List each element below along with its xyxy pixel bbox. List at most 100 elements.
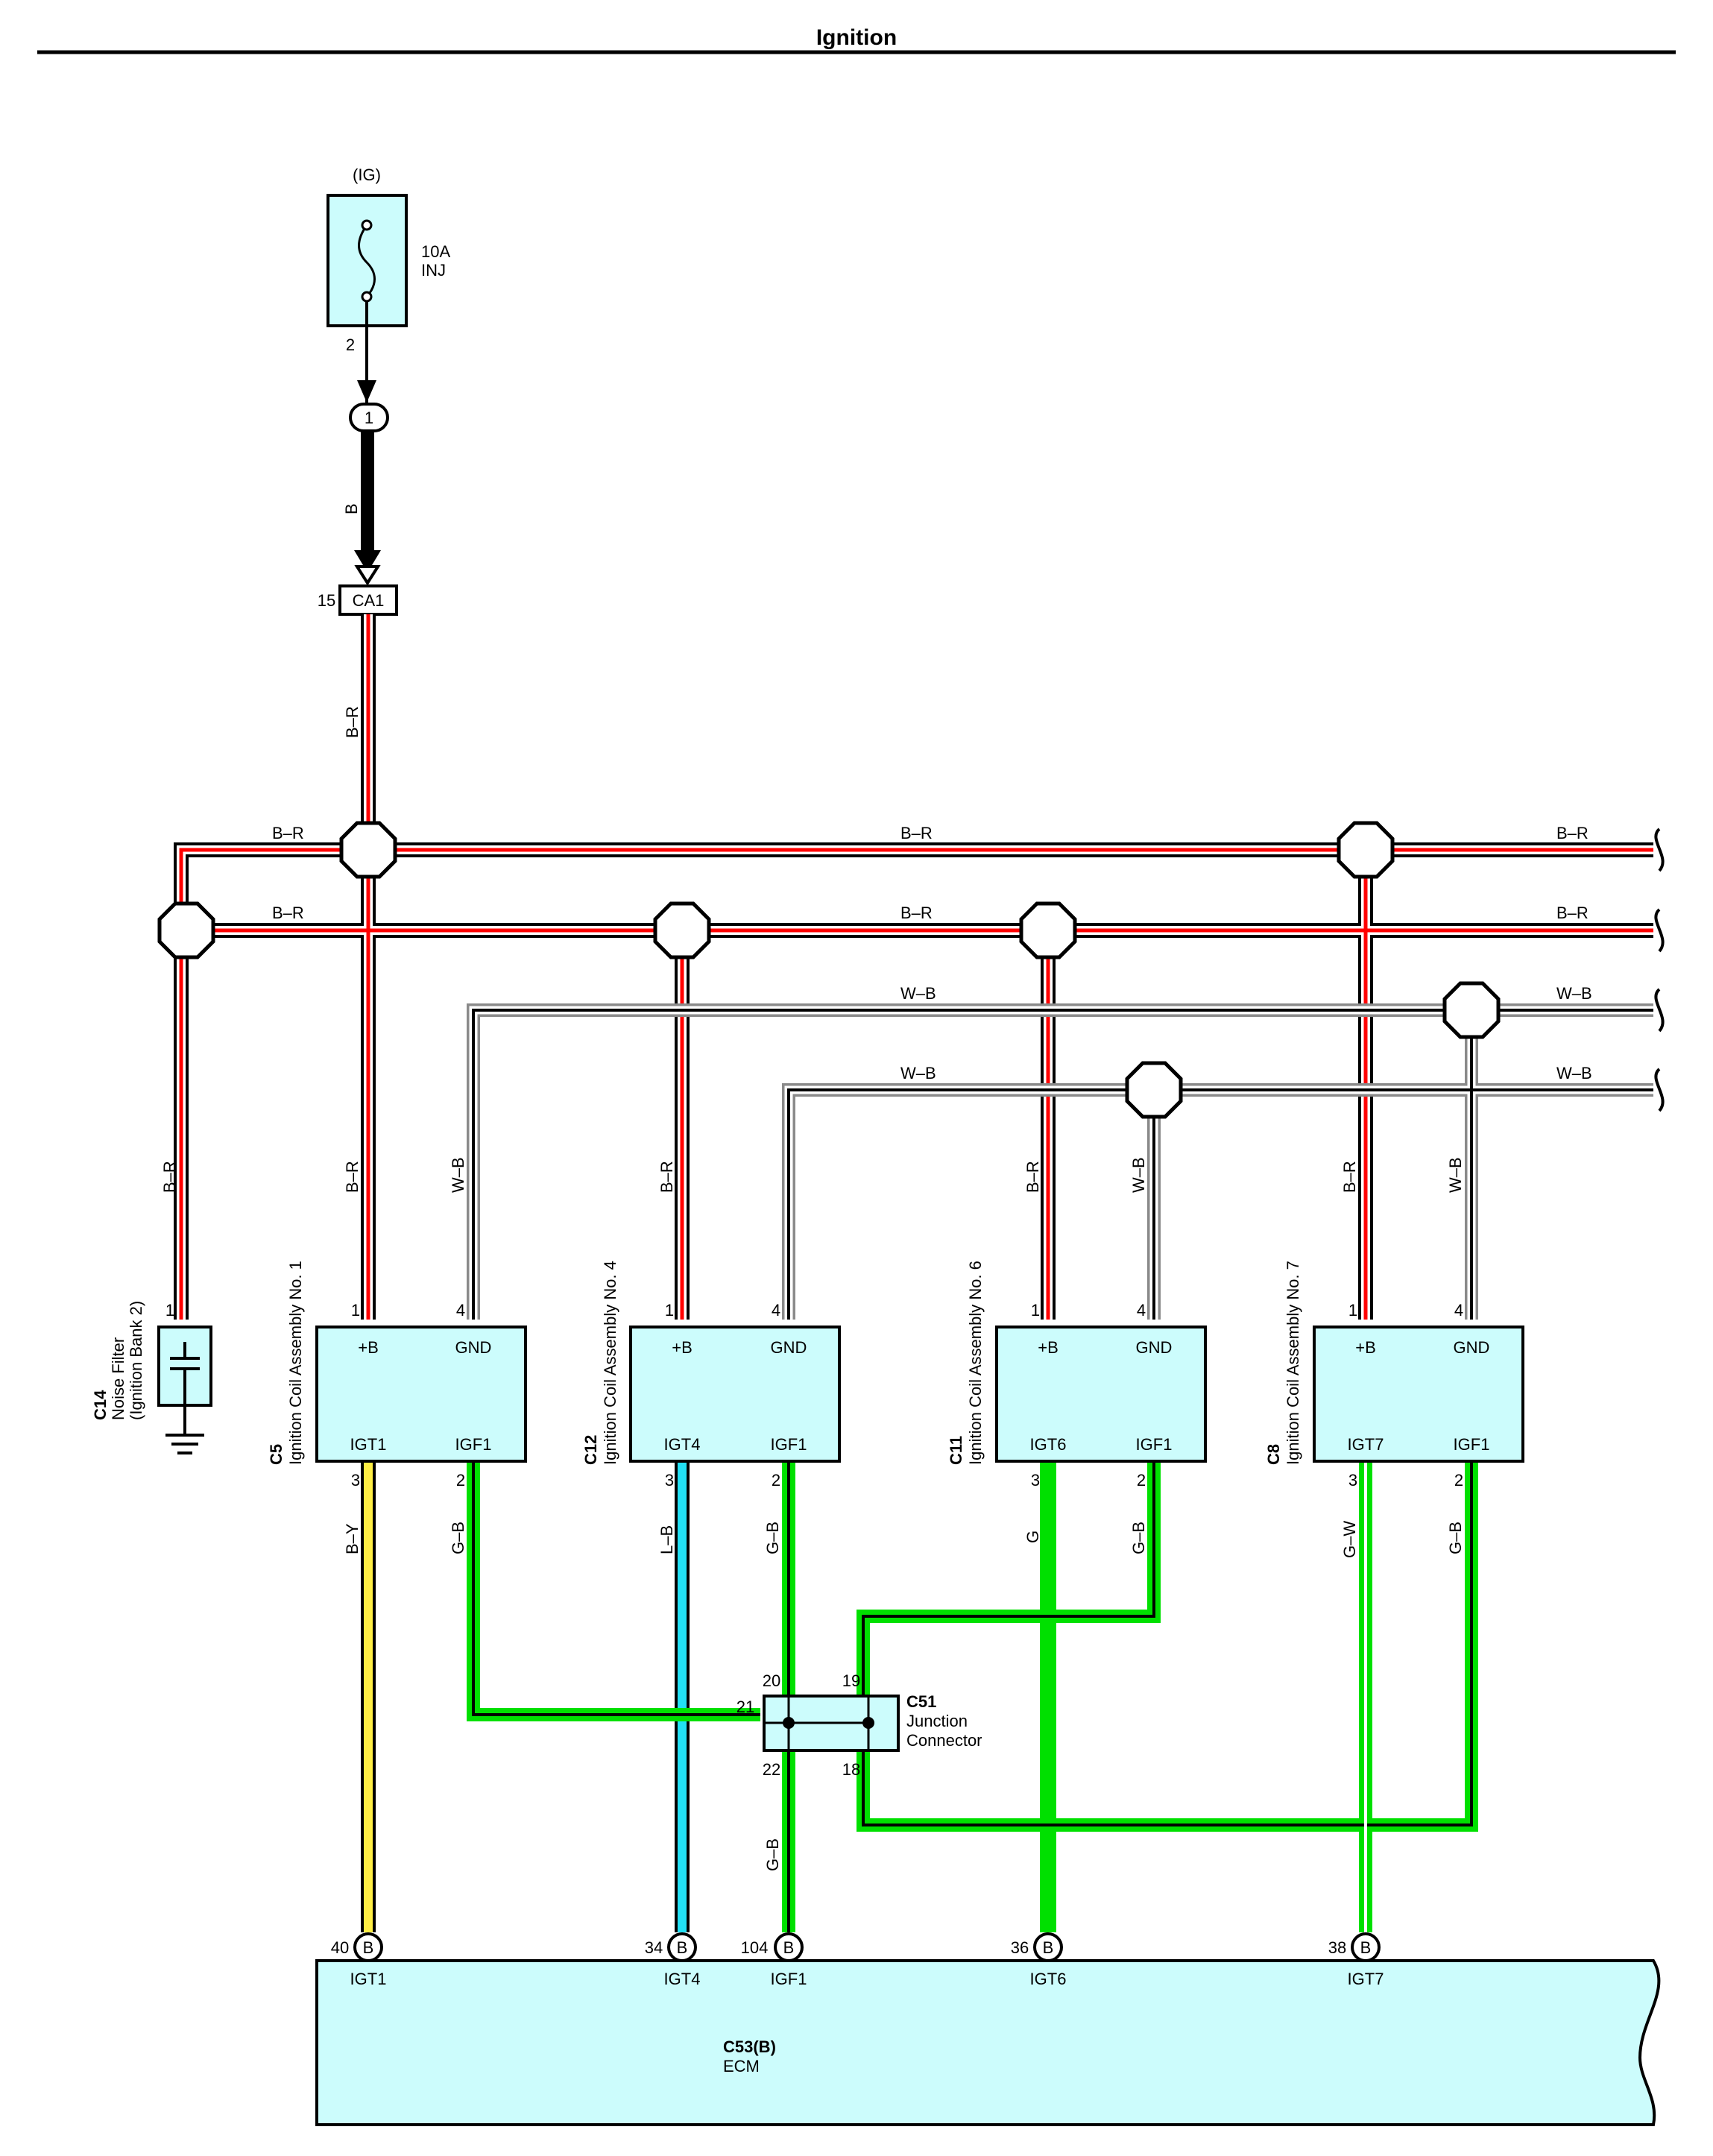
coil-c5: C5 Ignition Coil Assembly No. 1 1 4 +B G… [267, 1261, 527, 1490]
coil-name: Ignition Coil Assembly No. 6 [966, 1261, 985, 1465]
junction-id: C51 [906, 1692, 936, 1711]
junction-pin: 18 [842, 1760, 860, 1779]
coil-term: IGT7 [1348, 1435, 1384, 1454]
coil-pin: 3 [1031, 1471, 1040, 1490]
ecm-pin-number: 38 [1328, 1938, 1346, 1957]
coil-pin: 3 [351, 1471, 360, 1490]
coil-term: GND [1454, 1338, 1490, 1357]
coil-pin: 4 [456, 1301, 465, 1320]
coil-term: IGF1 [771, 1435, 807, 1454]
junction-pin: 20 [763, 1671, 780, 1690]
wire-label: W–B [1556, 1064, 1592, 1082]
wire-label: B–R [343, 1161, 362, 1193]
wire-label: B–R [272, 824, 304, 842]
coil-term: +B [672, 1338, 693, 1357]
coil-box [995, 1326, 1207, 1463]
coil-box [1313, 1326, 1524, 1463]
wire-label: L–B [657, 1525, 676, 1554]
coil-pin: 4 [772, 1301, 780, 1320]
page-title: Ignition [816, 25, 897, 50]
junction-box [763, 1695, 900, 1752]
ecm-terminal: IGT6 [1030, 1970, 1067, 1988]
ecm-terminal: IGT1 [350, 1970, 387, 1988]
fuse-source-label: (IG) [353, 166, 381, 184]
coil-id: C5 [267, 1444, 286, 1465]
fuse-inj: (IG) 10A INJ 2 [326, 166, 450, 403]
ecm-pin-number: 34 [645, 1938, 663, 1957]
ecm-connector-letter: B [1360, 1938, 1372, 1957]
wire-label: G–B [763, 1522, 782, 1554]
coil-name: Ignition Coil Assembly No. 1 [286, 1261, 305, 1465]
noise-filter-pin: 1 [165, 1301, 174, 1320]
wire-label: G–W [1340, 1521, 1359, 1558]
capacitor-icon [170, 1342, 200, 1405]
ecm-connector-letter: B [1043, 1938, 1054, 1957]
wire-label: B–R [272, 904, 304, 922]
ecm-terminal: IGF1 [771, 1970, 807, 1988]
ecm-terminal: IGT4 [664, 1970, 701, 1988]
ecm-c53: C53(B) ECM B B B B B 40 34 104 36 38 IGT… [315, 1932, 1661, 2126]
coil-term: IGT4 [664, 1435, 701, 1454]
wire-label: B–R [657, 1161, 676, 1193]
wire-b-label: B [342, 503, 361, 514]
wire-continuation-icons [1654, 828, 1665, 1112]
coil-pin: 2 [456, 1471, 465, 1490]
coil-box [315, 1326, 527, 1463]
coil-term: IGF1 [455, 1435, 492, 1454]
ecm-pin-number: 40 [331, 1938, 349, 1957]
wire-label: B–R [1556, 904, 1589, 922]
coil-pin: 4 [1137, 1301, 1146, 1320]
signal-wires [361, 1461, 1478, 1932]
fuse-out-pin: 2 [346, 335, 355, 354]
coil-term: +B [358, 1338, 379, 1357]
ecm-id: C53(B) [723, 2037, 776, 2056]
junction-pin: 21 [736, 1698, 754, 1716]
ecm-pin-number: 104 [741, 1938, 769, 1957]
wire-label: G–B [1446, 1522, 1465, 1554]
noise-filter-id: C14 [91, 1390, 110, 1420]
noise-filter-c14: 1 C14 Noise Filter (Ignition Bank 2) [91, 1301, 212, 1454]
junction-name-2: Connector [906, 1731, 982, 1750]
wire-label: W–B [1556, 984, 1592, 1003]
coil-id: C8 [1264, 1444, 1283, 1465]
wire-label: B–R [1340, 1161, 1359, 1193]
arrow-down-icon [354, 550, 381, 573]
coil-term: GND [771, 1338, 807, 1357]
fuse-rating: 10A [421, 242, 450, 261]
coil-pin: 4 [1454, 1301, 1463, 1320]
ecm-box [315, 1959, 1661, 2126]
wire-label: G–B [1129, 1522, 1148, 1554]
ecm-pin-circles [353, 1932, 1381, 1962]
wire-b [361, 431, 374, 550]
wire-label: B–R [900, 904, 933, 922]
ecm-connector-letter: B [677, 1938, 688, 1957]
wire-label: B–R [1556, 824, 1589, 842]
wire-label: B–Y [343, 1523, 362, 1554]
coil-pin: 2 [772, 1471, 780, 1490]
junction-pin: 22 [763, 1760, 780, 1779]
ecm-name: ECM [723, 2057, 760, 2075]
junction-name-1: Junction [906, 1712, 968, 1730]
ecm-connector-letter: B [363, 1938, 374, 1957]
coil-term: IGT6 [1030, 1435, 1067, 1454]
wire-label: W–B [1446, 1157, 1465, 1193]
ecm-pin-number: 36 [1011, 1938, 1029, 1957]
coil-name: Ignition Coil Assembly No. 7 [1284, 1261, 1302, 1465]
ca1-connector [338, 584, 398, 616]
coil-pin: 1 [665, 1301, 674, 1320]
coil-pin: 1 [351, 1301, 360, 1320]
fuse-element-icon [358, 224, 376, 297]
splice-points [160, 823, 1498, 1117]
coil-term: GND [455, 1338, 492, 1357]
wire-label: B–R [343, 706, 362, 738]
inline-connector-pin: 1 [365, 409, 373, 427]
br-wires [174, 614, 1653, 1320]
coil-name: Ignition Coil Assembly No. 4 [601, 1261, 619, 1465]
coil-c11: C11 Ignition Coil Assembly No. 6 1 4 +B … [947, 1261, 1207, 1490]
wb-wires [467, 1003, 1653, 1320]
ca1-pin: 15 [318, 591, 335, 610]
coil-term: GND [1136, 1338, 1173, 1357]
wire-label: G–B [449, 1522, 467, 1554]
wire-label: W–B [1129, 1157, 1148, 1193]
